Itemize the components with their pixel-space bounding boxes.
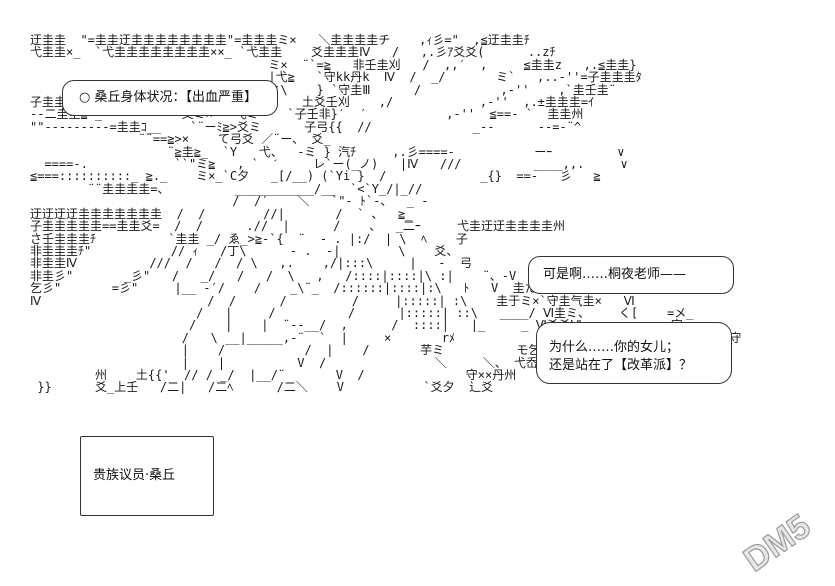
ascii-art-body: 迂圭圭 "=圭圭迂圭圭圭圭圭圭圭圭"=圭圭圭ミ× ＼圭圭圭圭チ ,ｨ彡=" ,≦… [30,33,742,395]
character-caption-text: 贵族议员·桑丘 [93,468,176,483]
speech-text-2b: 还是站在了【改革派】？ [549,358,693,373]
speech-text-1: 可是啊……桐夜老师—— [543,267,687,282]
svg-text:DM5: DM5 [737,507,818,579]
status-text: ○ 桑丘身体状况：【出血严重】 [79,90,257,105]
character-caption-box: 贵族议员·桑丘 [80,436,214,516]
speech-text-2a: 为什么……你的女儿； [549,340,680,355]
speech-bubble-2: 为什么……你的女儿； 还是站在了【改革派】？ [536,322,732,384]
speech-bubble-1: 可是啊……桐夜老师—— [528,256,734,294]
status-box: ○ 桑丘身体状况：【出血严重】 [62,80,278,116]
watermark-logo: DM5 [736,506,818,580]
